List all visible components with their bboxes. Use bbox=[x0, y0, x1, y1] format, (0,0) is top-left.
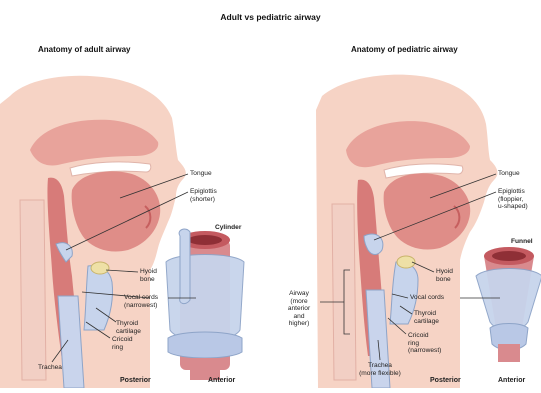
adult-hyoid-label: Hyoid bone bbox=[140, 268, 157, 283]
adult-thyroid-label: Thyroid cartilage bbox=[116, 320, 141, 335]
pediatric-trachea-label: Trachea (more flexible) bbox=[352, 362, 408, 377]
adult-trachea-label: Trachea bbox=[38, 364, 62, 372]
adult-vocal-cords-label: Vocal cords (narrowest) bbox=[124, 294, 158, 309]
pediatric-cricoid-label: Cricoid ring (narrowest) bbox=[408, 332, 441, 355]
pediatric-shape-label: Funnel bbox=[511, 238, 533, 246]
adult-cylinder-model bbox=[166, 229, 244, 380]
adult-head-illustration bbox=[0, 76, 186, 388]
adult-epiglottis-label: Epiglottis (shorter) bbox=[190, 188, 217, 203]
pediatric-anterior-label: Anterior bbox=[498, 377, 525, 385]
adult-shape-label: Cylinder bbox=[215, 224, 241, 232]
pediatric-thyroid-label: Thyroid cartilage bbox=[414, 310, 439, 325]
adult-spine bbox=[20, 200, 46, 380]
adult-hyoid-bone bbox=[91, 262, 109, 274]
pediatric-funnel-model bbox=[476, 247, 541, 362]
pediatric-posterior-label: Posterior bbox=[430, 377, 461, 385]
pediatric-heading: Anatomy of pediatric airway bbox=[351, 45, 458, 54]
pediatric-hyoid-label: Hyoid bone bbox=[436, 268, 453, 283]
adult-tongue-label: Tongue bbox=[190, 170, 212, 178]
pediatric-vocal-cords-label: Vocal cords bbox=[410, 294, 444, 302]
adult-posterior-label: Posterior bbox=[120, 377, 151, 385]
adult-anterior-label: Anterior bbox=[208, 377, 235, 385]
pediatric-epiglottis-label: Epiglottis (floppier, u-shaped) bbox=[498, 188, 528, 211]
pediatric-airway-label: Airway (more anterior and higher) bbox=[278, 290, 320, 328]
adult-heading: Anatomy of adult airway bbox=[38, 45, 130, 54]
pediatric-tongue-label: Tongue bbox=[498, 170, 520, 178]
adult-cricoid-label: Cricoid ring bbox=[112, 336, 133, 351]
diagram-title: Adult vs pediatric airway bbox=[0, 12, 541, 22]
pediatric-head-illustration bbox=[316, 75, 497, 388]
